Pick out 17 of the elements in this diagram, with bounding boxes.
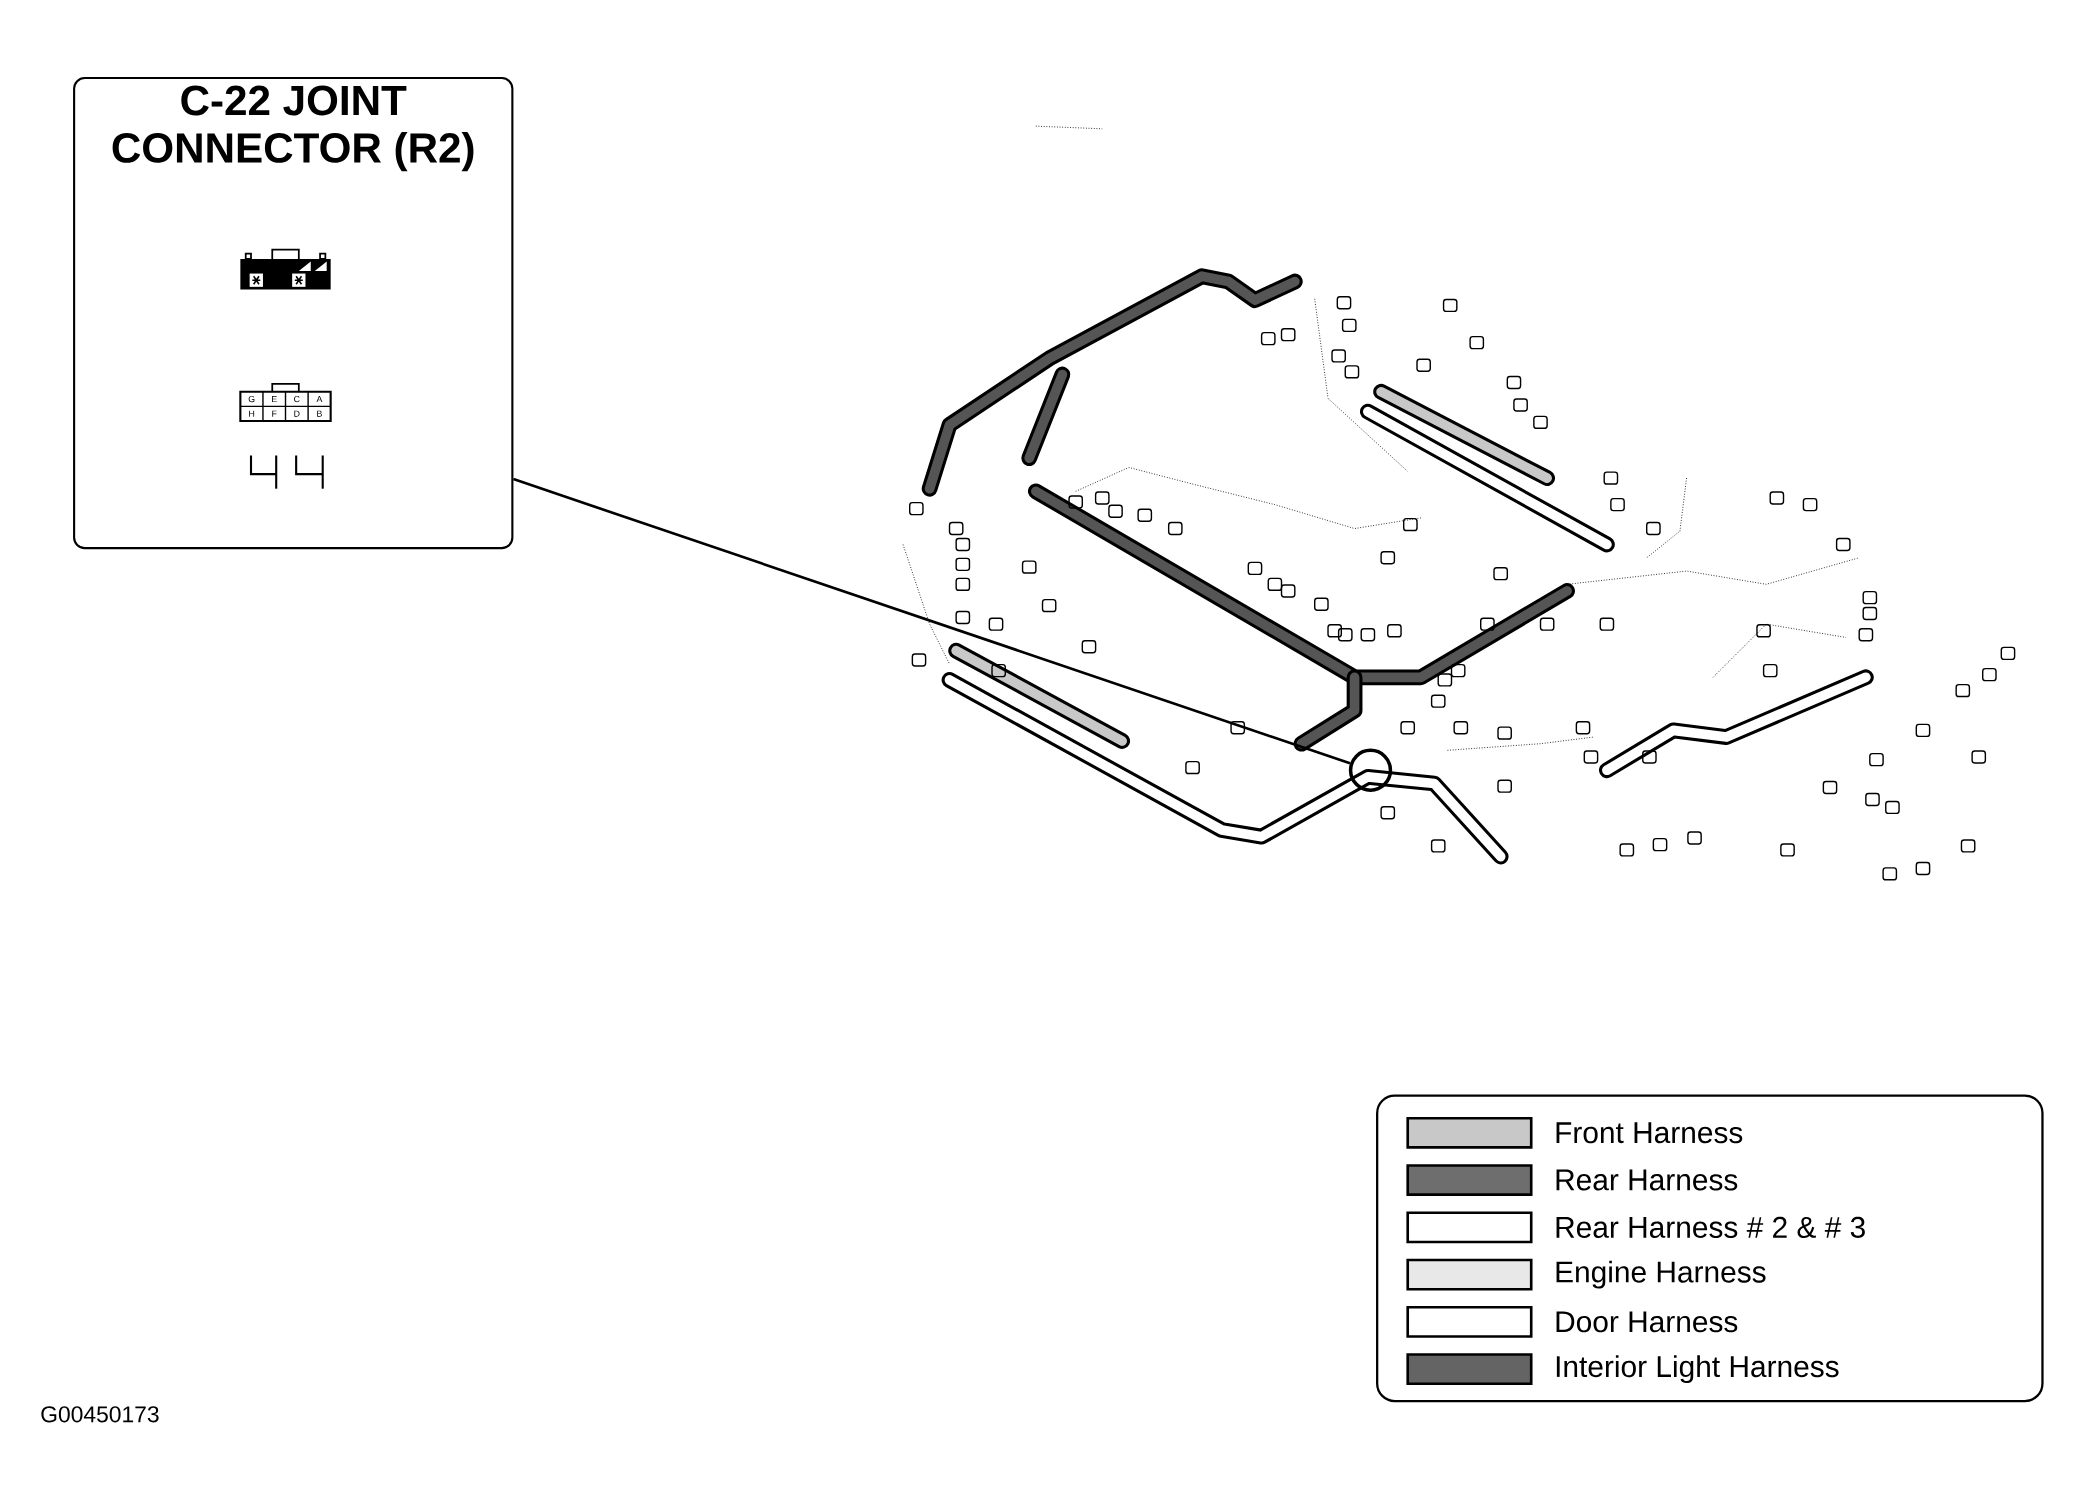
leader-line — [513, 477, 1351, 765]
legend-label: Front Harness — [1556, 1122, 1743, 1144]
legend-label: Interior Light Harness — [1556, 1355, 1839, 1384]
pin-letter: B — [317, 410, 322, 417]
pin-letter: D — [294, 410, 300, 417]
legend-label: Engine Harness — [1556, 1260, 1766, 1289]
legend-label: Rear Harness — [1556, 1169, 1738, 1191]
pin-letter: F — [272, 410, 277, 417]
legend-label: Rear Harness # 2 & # 3 — [1556, 1216, 1865, 1238]
pin-letter: E — [272, 396, 277, 403]
legend-label: Door Harness — [1556, 1311, 1738, 1333]
connector-circle — [1348, 748, 1393, 792]
pin-letter: H — [249, 410, 255, 417]
pin-letter: A — [316, 396, 323, 403]
pin-letter: G — [248, 395, 255, 403]
pin-letter: C — [294, 395, 300, 403]
figure-code: G00450173 — [41, 1406, 159, 1423]
